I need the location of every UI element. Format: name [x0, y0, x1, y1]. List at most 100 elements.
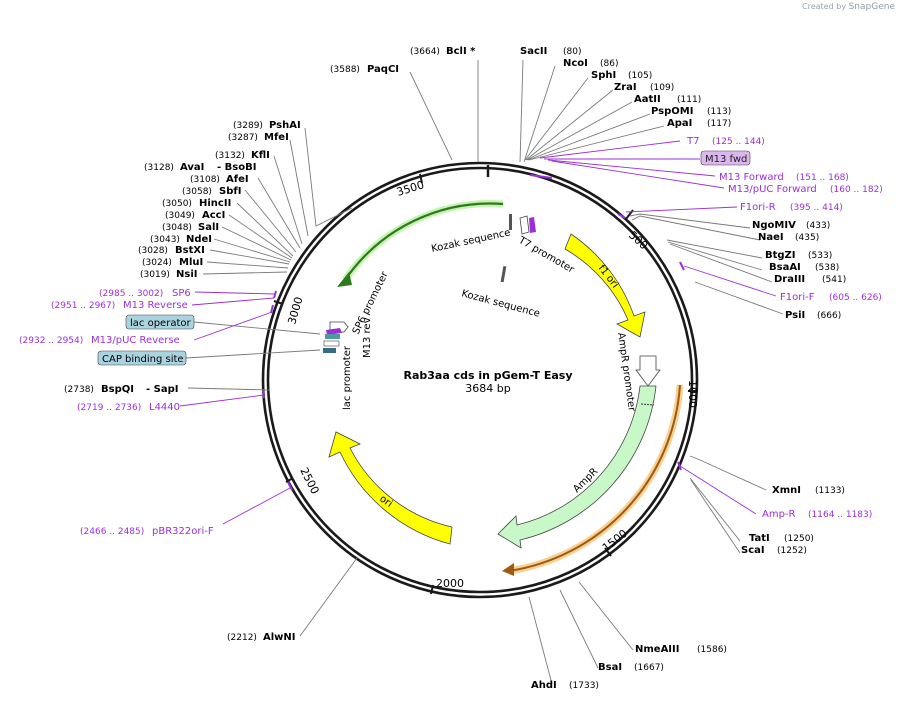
- enzyme-name: DraIII: [774, 274, 805, 285]
- ampr-arrow: [497, 385, 657, 549]
- primer-name: F1ori-R: [740, 202, 776, 213]
- enzyme-name: AlwNI: [263, 632, 296, 643]
- enzyme-pos: (2212): [227, 633, 257, 643]
- enzyme-pos: (1250): [784, 534, 814, 544]
- enzyme-pos: (3050): [162, 199, 192, 209]
- primer-name: Amp-R: [762, 509, 796, 520]
- primer-name: M13/pUC Reverse: [91, 335, 180, 346]
- enzyme-pos: (3019): [140, 270, 170, 280]
- enzyme-pos: (80): [563, 47, 581, 57]
- enzyme-pos: (3132): [215, 151, 245, 161]
- lac-operator-box: [125, 314, 195, 330]
- primer-range: (2466 .. 2485): [80, 527, 144, 537]
- primer-range: (1164 .. 1183): [808, 510, 872, 520]
- enzyme-pos: (117): [707, 119, 731, 129]
- tick-2500: [285, 477, 294, 483]
- enzyme-pos: (3588): [330, 65, 360, 75]
- enzyme-pos: (3289): [233, 121, 263, 131]
- enzyme-pos: (1133): [815, 486, 845, 496]
- enzyme-pos: (533): [808, 251, 832, 261]
- orange-arrow-head: [502, 563, 514, 576]
- tick-1500: [604, 547, 612, 557]
- primer-range: (2719 .. 2736): [77, 403, 141, 413]
- kozak-label-1: Kozak sequence: [430, 227, 511, 255]
- t7-primer-block: [529, 217, 536, 233]
- enzyme-name: - SapI: [146, 384, 178, 395]
- enzyme-name: NgoMIV: [752, 220, 796, 231]
- m13-rev-primer-block: [326, 328, 342, 335]
- enzyme-pos: (105): [628, 71, 652, 81]
- enzyme-leaders: [187, 59, 784, 685]
- enzyme-pos: (113): [707, 107, 731, 117]
- enzyme-pos: (538): [815, 263, 839, 273]
- primer-name: T7: [686, 136, 699, 147]
- enzyme-name: XmnI: [772, 485, 801, 496]
- enzyme-name: PshAI: [269, 120, 301, 131]
- lac-operator-block: [325, 334, 340, 339]
- enzyme-name: KflI: [251, 150, 270, 161]
- primer-labels: T7 (125 .. 144) M13 fwd M13 Forward (151…: [19, 136, 883, 537]
- enzyme-name: NcoI: [563, 58, 588, 69]
- tick-label-1000: 1000: [686, 380, 699, 408]
- ori-arrow: [328, 431, 453, 545]
- enzyme-name: PaqCI: [367, 64, 399, 75]
- enzyme-name: SalI: [198, 222, 219, 233]
- cap-site-box: [97, 350, 187, 366]
- ampr-promoter-arrow: [635, 355, 661, 387]
- tick-label-3000: 3000: [285, 295, 305, 325]
- enzyme-pos: (3049): [165, 211, 195, 221]
- snapgene-logo-text: SnapGene: [848, 2, 895, 12]
- primer-name: SP6: [172, 288, 191, 299]
- enzyme-name: BclI *: [446, 46, 476, 57]
- enzyme-name: PspOMI: [651, 106, 693, 117]
- primer-name: M13 Reverse: [123, 300, 188, 311]
- enzyme-name: AvaI: [180, 162, 204, 173]
- t7-promoter-label: T7 promoter: [516, 235, 577, 276]
- enzyme-pos: (3108): [190, 175, 220, 185]
- m13-rev-label: M13 rev: [362, 317, 373, 358]
- enzyme-name: ScaI: [741, 545, 765, 556]
- primer-range: (395 .. 414): [790, 203, 843, 213]
- enzyme-name: NaeI: [758, 232, 784, 243]
- enzyme-name: BspQI: [101, 384, 134, 395]
- primer-name: M13 Forward: [719, 172, 784, 183]
- enzyme-pos: (1667): [634, 663, 664, 673]
- enzyme-name: BsaI: [598, 662, 622, 673]
- enzyme-name: SphI: [591, 70, 616, 81]
- enzyme-pos: (3287): [228, 133, 258, 143]
- primer-name: M13/pUC Forward: [728, 184, 817, 195]
- primer-name: F1ori-F: [780, 292, 815, 303]
- plasmid-name: Rab3aa cds in pGem-T Easy: [403, 369, 572, 382]
- m13-fwd-box: [700, 150, 751, 166]
- snapgene-watermark: Created by SnapGene: [802, 2, 895, 12]
- lac-operator-label: lac operator: [130, 318, 191, 329]
- backbone: [261, 161, 699, 599]
- enzyme-name: ApaI: [667, 118, 692, 129]
- enzyme-pos: (3043): [150, 235, 180, 245]
- enzyme-name: NmeAIII: [635, 644, 679, 655]
- primer-range: (2932 .. 2954): [19, 336, 83, 346]
- tick-label-3500: 3500: [395, 178, 426, 199]
- green-arrow-head: [337, 272, 352, 287]
- tick-2000: [430, 584, 434, 595]
- kozak-mark-1: [509, 214, 512, 230]
- ampr-promoter-label: AmpR promoter: [615, 332, 637, 413]
- enzyme-name: SacII: [520, 46, 547, 57]
- tick-3500: [419, 173, 423, 184]
- enzyme-name: HincII: [199, 198, 231, 209]
- enzyme-pos: (1252): [777, 546, 807, 556]
- primer-marks: [262, 174, 685, 491]
- created-by-text: Created by: [802, 2, 847, 11]
- enzyme-pos: (86): [600, 59, 618, 69]
- enzyme-pos: (433): [806, 221, 830, 231]
- enzyme-name: NdeI: [186, 234, 212, 245]
- enzyme-pos: (3048): [162, 223, 192, 233]
- enzyme-pos: (1586): [697, 645, 727, 655]
- kozak-mark-2: [500, 265, 507, 283]
- kozak-label-2: Kozak sequence: [460, 288, 541, 320]
- lac-promoter-block: [323, 340, 340, 347]
- enzyme-labels: (3664) BclI * (3588) PaqCI SacII (80) Nc…: [64, 46, 846, 691]
- cap-site-block: [323, 348, 336, 353]
- enzyme-pos: (666): [817, 311, 841, 321]
- enzyme-name: BstXI: [175, 245, 205, 256]
